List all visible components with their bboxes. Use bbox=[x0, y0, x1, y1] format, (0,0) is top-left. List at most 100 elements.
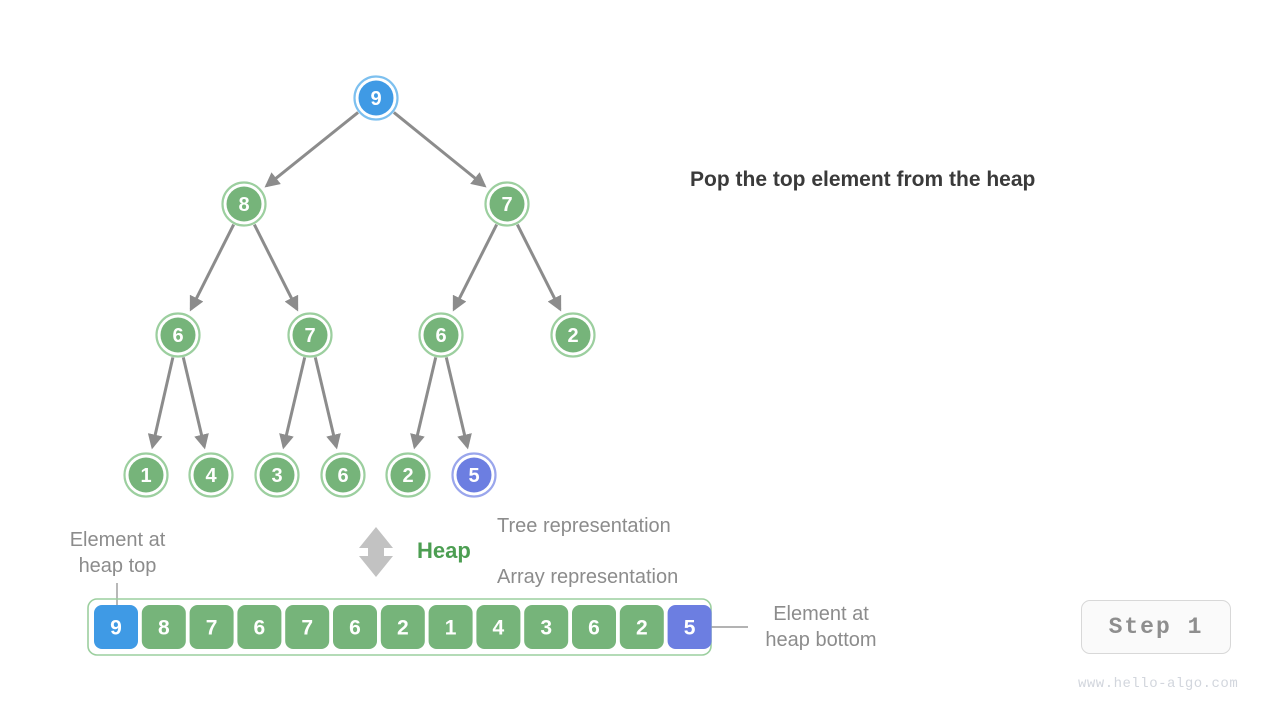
tree-node[interactable]: 6 bbox=[418, 312, 464, 358]
step-badge: Step 1 bbox=[1081, 600, 1231, 654]
tree-node[interactable]: 7 bbox=[287, 312, 333, 358]
tree-node-circle bbox=[358, 80, 394, 116]
heap-top-annotation-line2: heap top bbox=[78, 555, 157, 577]
array-cell-box bbox=[141, 605, 186, 649]
tree-edge bbox=[392, 111, 487, 188]
array-cell-box bbox=[428, 605, 473, 649]
array-cell[interactable]: 9 bbox=[94, 605, 138, 649]
tree-node-value: 5 bbox=[468, 465, 479, 487]
tree-edge bbox=[452, 223, 498, 312]
array-cell-value: 2 bbox=[636, 617, 648, 640]
tree-node-value: 8 bbox=[238, 194, 249, 216]
tree-node[interactable]: 8 bbox=[221, 181, 267, 227]
tree-node-circle bbox=[128, 457, 164, 493]
array-cell[interactable]: 6 bbox=[237, 605, 282, 649]
tree-node-ring bbox=[385, 452, 431, 498]
tree-edge bbox=[189, 223, 235, 312]
tree-node-ring bbox=[353, 75, 399, 121]
array-cell[interactable]: 7 bbox=[189, 605, 234, 649]
array-cell[interactable]: 4 bbox=[476, 605, 521, 649]
array-cell-value: 8 bbox=[158, 617, 170, 640]
tree-edge bbox=[444, 357, 472, 450]
step-badge-label: Step 1 bbox=[1108, 614, 1204, 640]
tree-node[interactable]: 9 bbox=[353, 75, 399, 121]
tree-node[interactable]: 5 bbox=[451, 452, 497, 498]
tree-nodes: 9 8 7 6 7 6 2 1 4 3 6 2 5 bbox=[123, 75, 596, 498]
watermark: www.hello-algo.com bbox=[1078, 676, 1239, 692]
array-cell-value: 7 bbox=[206, 617, 218, 640]
tree-edge bbox=[147, 357, 175, 450]
array-cell[interactable]: 2 bbox=[380, 605, 425, 649]
array-cell-box bbox=[476, 605, 521, 649]
tree-edges bbox=[147, 111, 562, 450]
tree-node-circle bbox=[292, 317, 328, 353]
tree-node[interactable]: 6 bbox=[320, 452, 366, 498]
tree-edge bbox=[253, 223, 299, 312]
heap-top-annotation: Element at heap top bbox=[60, 527, 175, 579]
array-cell-box bbox=[285, 605, 330, 649]
tree-node-value: 6 bbox=[172, 325, 183, 347]
tree-edge bbox=[264, 111, 360, 188]
heap-label: Heap bbox=[417, 538, 471, 563]
heap-bottom-annotation-line2: heap bottom bbox=[765, 629, 877, 651]
tree-node-circle bbox=[226, 186, 262, 222]
tree-edge bbox=[313, 357, 341, 450]
array-cell[interactable]: 2 bbox=[619, 605, 664, 649]
array-cell-box bbox=[94, 605, 138, 649]
tree-node-ring bbox=[123, 452, 169, 498]
tree-representation-label: Tree representation bbox=[497, 515, 671, 537]
tree-node-value: 2 bbox=[567, 325, 578, 347]
tree-edge bbox=[516, 223, 562, 312]
tree-node-circle bbox=[423, 317, 459, 353]
array-cell-value: 4 bbox=[493, 617, 505, 640]
page-title: Pop the top element from the heap bbox=[690, 168, 1036, 191]
array-cell-value: 7 bbox=[301, 617, 313, 640]
tree-node-circle bbox=[456, 457, 492, 493]
array-cell-box bbox=[619, 605, 664, 649]
array-cell[interactable]: 6 bbox=[333, 605, 377, 649]
tree-node-ring bbox=[155, 312, 201, 358]
tree-node[interactable]: 6 bbox=[155, 312, 201, 358]
tree-node-ring bbox=[484, 181, 530, 227]
tree-node[interactable]: 4 bbox=[188, 452, 234, 498]
array-cell-box bbox=[380, 605, 425, 649]
array-cell[interactable]: 6 bbox=[572, 605, 616, 649]
tree-node[interactable]: 1 bbox=[123, 452, 169, 498]
array-cell-value: 1 bbox=[445, 617, 457, 640]
tree-node-value: 3 bbox=[271, 465, 282, 487]
tree-node-ring bbox=[188, 452, 234, 498]
tree-node-ring bbox=[221, 181, 267, 227]
tree-edge bbox=[279, 357, 307, 450]
array-cell[interactable]: 5 bbox=[667, 605, 712, 649]
array-cell[interactable]: 3 bbox=[524, 605, 569, 649]
tree-node[interactable]: 3 bbox=[254, 452, 300, 498]
heap-bottom-annotation: Element at heap bottom bbox=[750, 601, 892, 653]
tree-node-circle bbox=[390, 457, 426, 493]
tree-node[interactable]: 2 bbox=[550, 312, 596, 358]
array-cell-box bbox=[524, 605, 569, 649]
array-cell[interactable]: 7 bbox=[285, 605, 330, 649]
tree-node-circle bbox=[325, 457, 361, 493]
tree-node-value: 7 bbox=[501, 194, 512, 216]
tree-node-circle bbox=[193, 457, 229, 493]
tree-node-value: 6 bbox=[337, 465, 348, 487]
tree-node-value: 1 bbox=[140, 465, 151, 487]
tree-node-value: 2 bbox=[402, 465, 413, 487]
tree-node[interactable]: 7 bbox=[484, 181, 530, 227]
tree-node-ring bbox=[550, 312, 596, 358]
array-cell-value: 6 bbox=[588, 617, 600, 640]
array-representation-label: Array representation bbox=[497, 566, 679, 588]
tree-node-circle bbox=[489, 186, 525, 222]
tree-node-value: 7 bbox=[304, 325, 315, 347]
array-cell[interactable]: 1 bbox=[428, 605, 473, 649]
array-cell[interactable]: 8 bbox=[141, 605, 186, 649]
array-cell-value: 5 bbox=[684, 617, 696, 640]
tree-node-ring bbox=[254, 452, 300, 498]
array-cell-value: 3 bbox=[540, 617, 552, 640]
array-cell-value: 2 bbox=[397, 617, 409, 640]
tree-node[interactable]: 2 bbox=[385, 452, 431, 498]
tree-edge bbox=[181, 357, 209, 450]
